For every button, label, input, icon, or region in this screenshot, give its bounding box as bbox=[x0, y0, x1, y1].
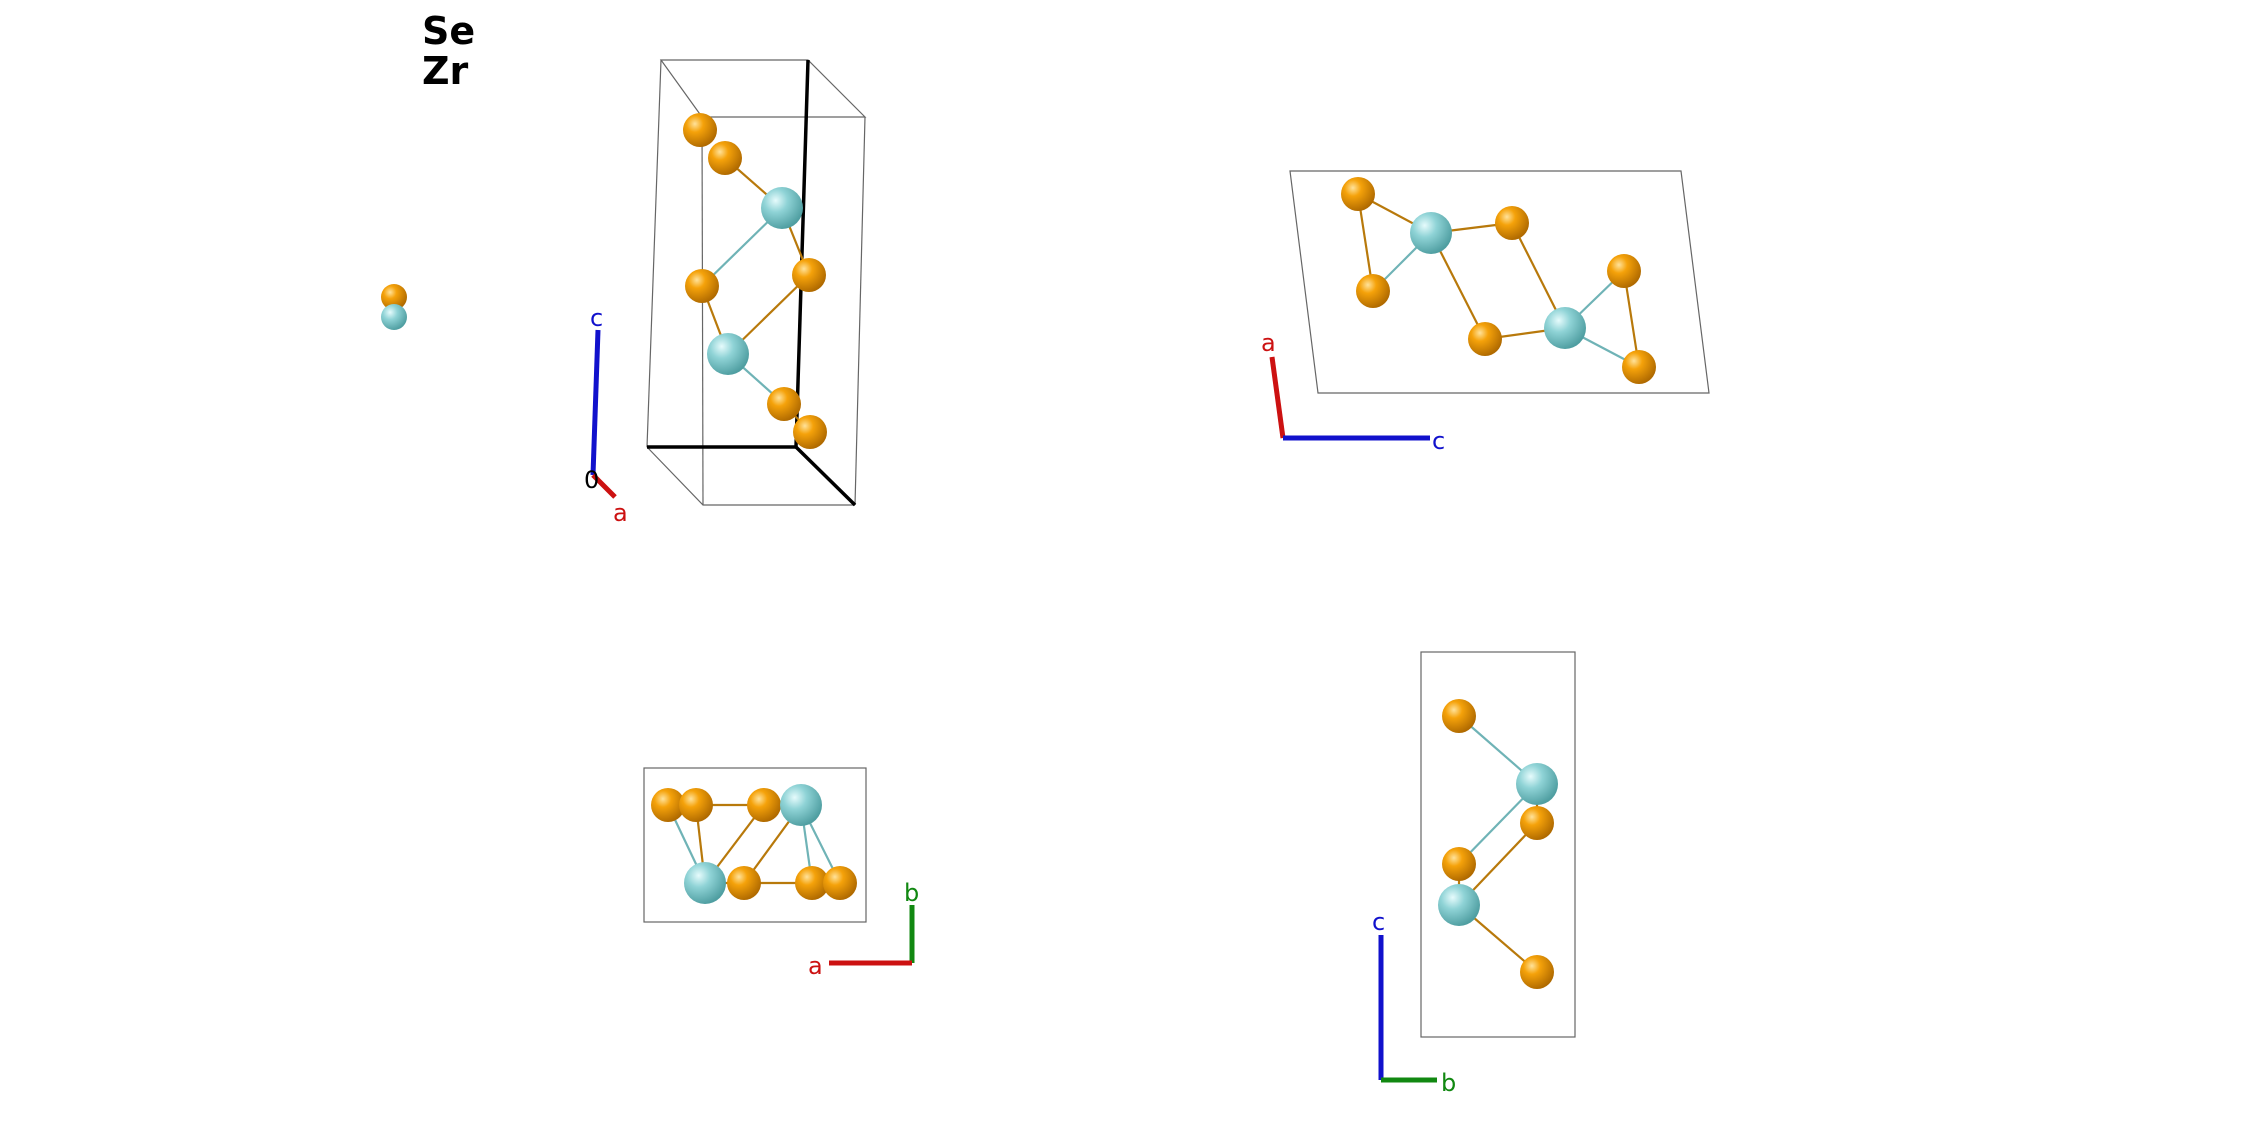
atoms-view-c bbox=[651, 784, 857, 904]
axis-triad-view-b: a c bbox=[1261, 329, 1445, 455]
atom-se bbox=[1520, 806, 1554, 840]
atom-se bbox=[1622, 350, 1656, 384]
atom-se bbox=[1520, 955, 1554, 989]
view-b: a c bbox=[1261, 170, 1710, 455]
atom-se bbox=[1495, 206, 1529, 240]
atom-se bbox=[708, 141, 742, 175]
legend-atoms bbox=[381, 284, 407, 330]
atom-se bbox=[685, 269, 719, 303]
axis-a-label: a bbox=[613, 499, 628, 527]
atom-se bbox=[683, 113, 717, 147]
view-c: b a bbox=[643, 767, 919, 980]
axis-c-label: c bbox=[590, 304, 603, 332]
axis-origin-label: 0 bbox=[584, 466, 599, 494]
atom-se bbox=[747, 788, 781, 822]
atom-zr bbox=[761, 187, 803, 229]
atom-se bbox=[1442, 699, 1476, 733]
atom-se bbox=[1442, 847, 1476, 881]
atom-zr bbox=[707, 333, 749, 375]
atom-se bbox=[727, 866, 761, 900]
atoms-view-b bbox=[1341, 177, 1656, 384]
axis-c-label: c bbox=[1432, 427, 1445, 455]
unit-cell-edges-bold bbox=[647, 59, 857, 507]
axis-c-label: c bbox=[1372, 908, 1385, 936]
atom-zr bbox=[684, 862, 726, 904]
unit-cell-view-c bbox=[643, 767, 867, 923]
axis-b-label: b bbox=[904, 879, 919, 907]
bonds-view-a bbox=[1457, 715, 1539, 973]
legend-atom-zr bbox=[381, 304, 407, 330]
atom-se bbox=[1341, 177, 1375, 211]
atom-se bbox=[1468, 322, 1502, 356]
unit-cell-perspective bbox=[646, 59, 867, 506]
view-perspective: c 0 a bbox=[584, 59, 867, 527]
axis-c-line bbox=[590, 329, 601, 476]
axis-a-label: a bbox=[808, 952, 823, 980]
atoms-view-a bbox=[1438, 699, 1558, 989]
axis-triad-view-c: b a bbox=[808, 879, 919, 980]
atom-zr bbox=[780, 784, 822, 826]
atom-se bbox=[767, 387, 801, 421]
atom-se bbox=[1607, 254, 1641, 288]
axis-a-line bbox=[591, 473, 617, 499]
legend-label-zr: Zr bbox=[422, 49, 469, 93]
legend-label-se: Se bbox=[422, 9, 476, 53]
axis-a-line bbox=[1269, 356, 1286, 439]
atom-se bbox=[1356, 274, 1390, 308]
atoms-perspective bbox=[683, 113, 827, 449]
axis-a-label: a bbox=[1261, 329, 1276, 357]
atom-zr bbox=[1410, 212, 1452, 254]
axis-triad-perspective: c 0 a bbox=[584, 304, 628, 527]
axis-triad-view-a: c b bbox=[1372, 908, 1456, 1097]
atom-se bbox=[651, 788, 685, 822]
axis-b-label: b bbox=[1441, 1069, 1456, 1097]
legend-atom-se bbox=[381, 284, 407, 310]
unit-cell-view-b bbox=[1289, 170, 1710, 394]
atom-zr bbox=[1438, 884, 1480, 926]
atom-zr bbox=[1544, 307, 1586, 349]
atom-se bbox=[792, 258, 826, 292]
atom-se bbox=[793, 415, 827, 449]
unit-cell-view-a bbox=[1420, 651, 1576, 1038]
atom-se bbox=[795, 866, 829, 900]
view-a: c b bbox=[1372, 651, 1576, 1097]
atom-se bbox=[679, 788, 713, 822]
atom-zr bbox=[1516, 763, 1558, 805]
atom-se bbox=[823, 866, 857, 900]
